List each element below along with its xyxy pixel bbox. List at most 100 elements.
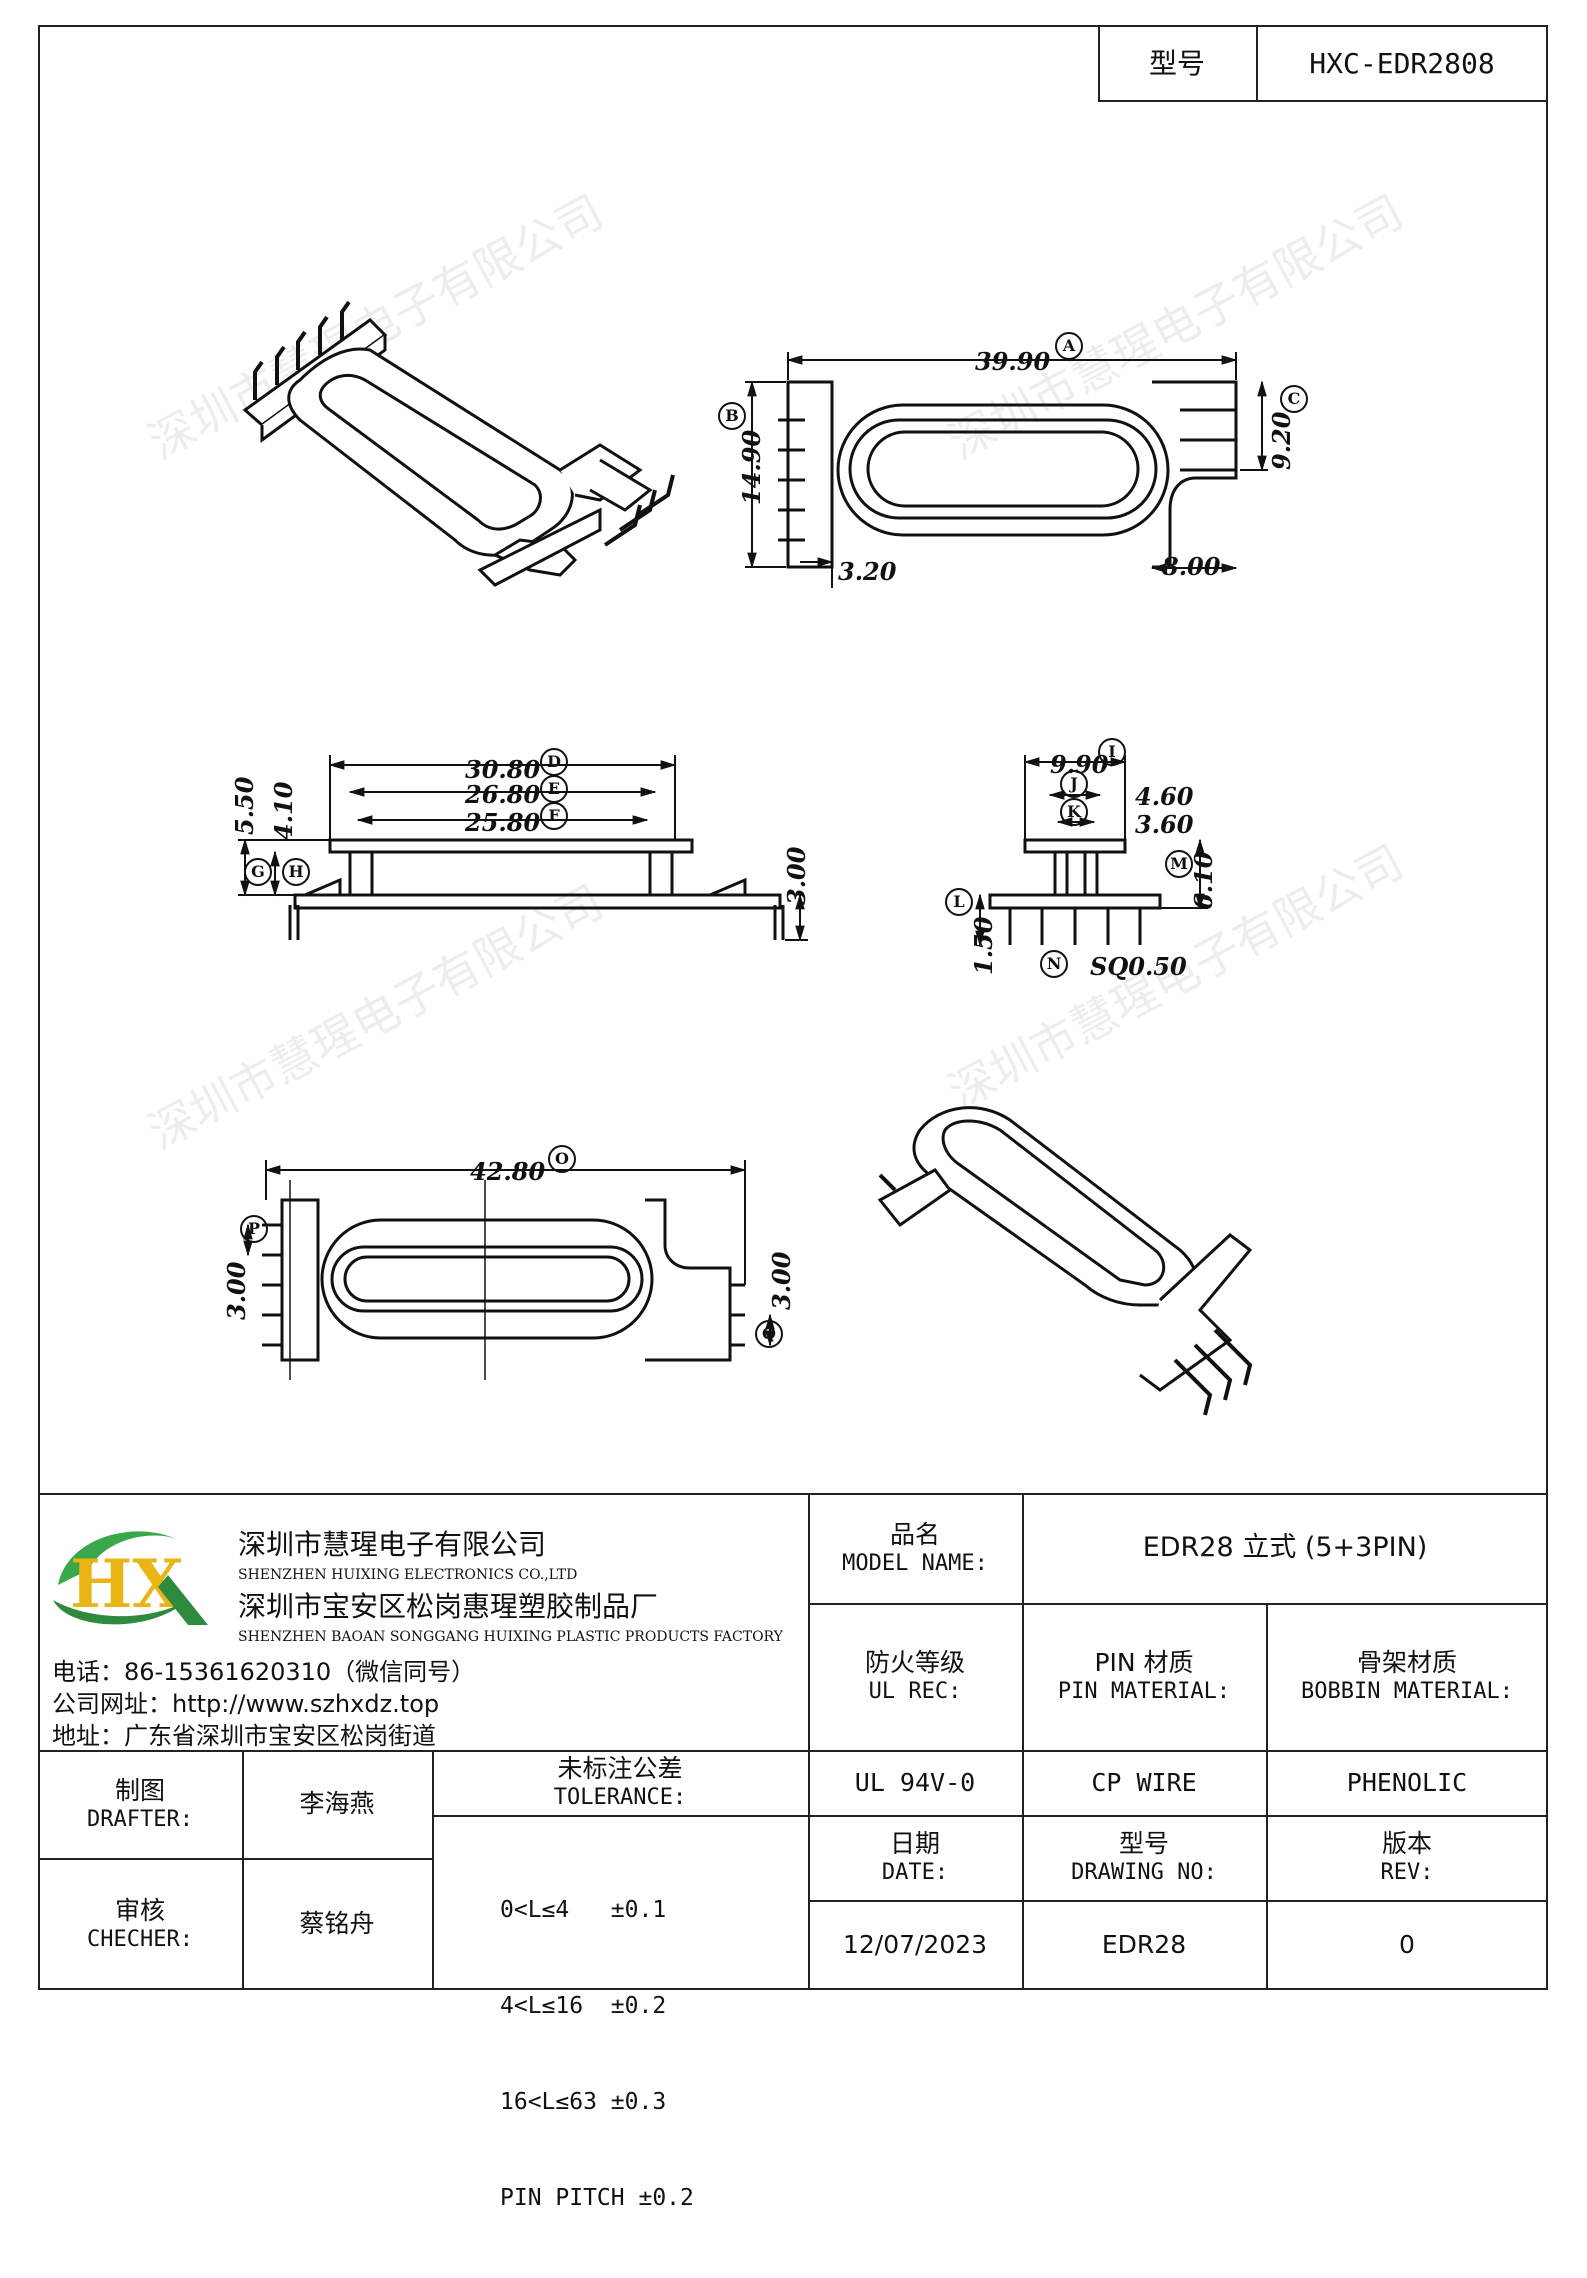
- tolerance-line: 0<L≤4 ±0.1: [500, 1897, 667, 1923]
- tolerance-cn: 未标注公差: [557, 1754, 683, 1784]
- dim-3-00c: 3.00: [767, 1251, 796, 1310]
- company-name-cn: 深圳市慧瑆电子有限公司: [238, 1528, 547, 1561]
- balloon-d: D: [540, 748, 568, 776]
- logo-swoosh-icon: [58, 1531, 178, 1585]
- watermarks: 深圳市慧瑆电子有限公司 深圳市慧瑆电子有限公司 深圳市慧瑆电子有限公司 深圳市慧…: [140, 184, 1412, 1159]
- pin-material-value: CP WIRE: [1091, 1767, 1197, 1797]
- balloon-e: E: [540, 775, 568, 803]
- dim-9-20: 9.20: [1267, 411, 1296, 470]
- bobbin-material-value: PHENOLIC: [1346, 1767, 1468, 1797]
- model-name-value: EDR28 立式 (5+3PIN): [1142, 1532, 1428, 1564]
- company-name-en: SHENZHEN HUIXING ELECTRONICS CO.,LTD: [238, 1567, 578, 1583]
- fire-rating-value: UL 94V-0: [854, 1767, 976, 1797]
- side-view: [238, 755, 808, 942]
- pin-material-cn: PIN 材质: [1094, 1648, 1194, 1678]
- drawing-no-label: 型号 DRAWING NO:: [1022, 1815, 1266, 1900]
- dim-26-80: 26.80: [464, 780, 540, 809]
- model-name-en: MODEL NAME:: [842, 1550, 988, 1576]
- header-model-box: [1098, 25, 1548, 102]
- side-view-dim-labels: 30.80 26.80 25.80 5.50 4.10 3.00: [230, 755, 811, 905]
- fire-rating-en: UL REC:: [868, 1679, 962, 1705]
- tb-line: [1022, 1493, 1024, 1990]
- fire-rating-label: 防火等级 UL REC:: [808, 1603, 1022, 1750]
- dim-39-90: 39.90: [975, 347, 1050, 376]
- bobbin-material-en: BOBBIN MATERIAL:: [1301, 1679, 1513, 1705]
- tb-line: [242, 1750, 244, 1990]
- company-phone: 电话：86-15361620310（微信同号）: [52, 1658, 476, 1686]
- checker-en: CHECHER:: [87, 1926, 193, 1952]
- tb-line: [432, 1750, 434, 1990]
- drawing-no-cn: 型号: [1118, 1829, 1169, 1859]
- tb-line: [432, 1815, 808, 1817]
- checker-value: 蔡铭舟: [299, 1909, 375, 1939]
- checker-cn: 审核: [114, 1895, 165, 1925]
- drawing-no-en: DRAWING NO:: [1071, 1860, 1217, 1886]
- dim-3-60: 3.60: [1135, 810, 1194, 839]
- balloon-j: J: [1060, 770, 1088, 798]
- dim-3-20: 3.20: [838, 557, 897, 586]
- balloon-i: I: [1098, 738, 1126, 766]
- date-cn: 日期: [889, 1829, 940, 1859]
- tb-line: [808, 1815, 1548, 1817]
- header-model-label: 型号: [1148, 47, 1205, 80]
- pin-material-label: PIN 材质 PIN MATERIAL:: [1022, 1603, 1266, 1750]
- balloon-o: O: [548, 1145, 576, 1173]
- tb-line: [38, 1493, 1548, 1495]
- dim-14-90: 14.90: [737, 430, 766, 505]
- drafter-cn: 制图: [114, 1775, 165, 1805]
- drafter-label: 制图 DRAFTER:: [38, 1750, 242, 1858]
- factory-name-en: SHENZHEN BAOAN SONGGANG HUIXING PLASTIC …: [238, 1629, 783, 1645]
- header-divider: [1256, 25, 1258, 102]
- model-name-label: 品名 MODEL NAME:: [808, 1493, 1022, 1603]
- dim-3-00b: 3.00: [222, 1261, 251, 1320]
- watermark-text: 深圳市慧瑆电子有限公司: [940, 184, 1412, 469]
- balloon-k: K: [1060, 798, 1088, 826]
- top-view-dim-labels: 39.90 14.90 9.20 3.20 8.00: [737, 347, 1296, 586]
- end-view-dim-labels: 9.90 4.60 3.60 6.10 1.50 SQ0.50: [969, 750, 1218, 981]
- bobbin-material-label: 骨架材质 BOBBIN MATERIAL:: [1266, 1603, 1548, 1750]
- header-model-value: HXC-EDR2808: [1309, 47, 1495, 80]
- dim-42-80: 42.80: [470, 1157, 545, 1186]
- watermark-text: 深圳市慧瑆电子有限公司: [140, 874, 612, 1159]
- drawing-no-value: EDR28: [1101, 1930, 1187, 1960]
- drafter-en: DRAFTER:: [87, 1806, 193, 1832]
- dim-3-00a: 3.00: [782, 846, 811, 905]
- date-en: DATE:: [881, 1860, 949, 1886]
- date-value: 12/07/2023: [842, 1930, 988, 1960]
- balloon-c: C: [1280, 385, 1308, 413]
- tolerance-en: TOLERANCE:: [553, 1785, 687, 1811]
- company-website: 公司网址：http://www.szhxdz.top: [52, 1690, 440, 1718]
- tb-line: [808, 1900, 1548, 1902]
- tolerance-label: 未标注公差 TOLERANCE:: [432, 1750, 808, 1815]
- model-name-cn: 品名: [889, 1519, 940, 1549]
- rev-label: 版本 REV:: [1266, 1815, 1548, 1900]
- drafter-value: 李海燕: [299, 1789, 375, 1819]
- dim-8-00: 8.00: [1161, 552, 1221, 581]
- balloon-n: N: [1040, 950, 1068, 978]
- top-view: [745, 352, 1268, 588]
- dim-sq0-50: SQ0.50: [1090, 952, 1187, 981]
- company-address: 地址：广东省深圳市宝安区松岗街道: [52, 1722, 436, 1750]
- dim-25-80: 25.80: [464, 808, 540, 837]
- dim-5-50: 5.50: [230, 776, 259, 835]
- pin-material-en: PIN MATERIAL:: [1057, 1679, 1231, 1705]
- tb-line: [808, 1603, 1548, 1605]
- factory-name-cn: 深圳市宝安区松岗惠瑆塑胶制品厂: [238, 1590, 659, 1623]
- tb-line: [38, 1858, 432, 1860]
- drawing-frame: [38, 25, 1548, 1990]
- dim-1-50: 1.50: [969, 916, 998, 975]
- balloon-q: Q: [755, 1320, 783, 1348]
- bottom-view: [243, 1160, 775, 1380]
- balloon-f: F: [540, 802, 568, 830]
- checker-label: 审核 CHECHER:: [38, 1858, 242, 1990]
- company-logo: HX: [53, 1531, 208, 1625]
- technical-drawing: 深圳市慧瑆电子有限公司 深圳市慧瑆电子有限公司 深圳市慧瑆电子有限公司 深圳市慧…: [140, 184, 1412, 1416]
- tolerance-line: 4<L≤16 ±0.2: [500, 1993, 667, 2019]
- tolerance-line: 16<L≤63 ±0.3: [500, 2089, 667, 2115]
- tb-line: [808, 1493, 810, 1990]
- date-label: 日期 DATE:: [808, 1815, 1022, 1900]
- iso-view-bottom: [877, 1106, 1253, 1416]
- bobbin-material-cn: 骨架材质: [1356, 1648, 1457, 1678]
- balloon-m: M: [1165, 850, 1193, 878]
- dim-4-10: 4.10: [269, 781, 298, 840]
